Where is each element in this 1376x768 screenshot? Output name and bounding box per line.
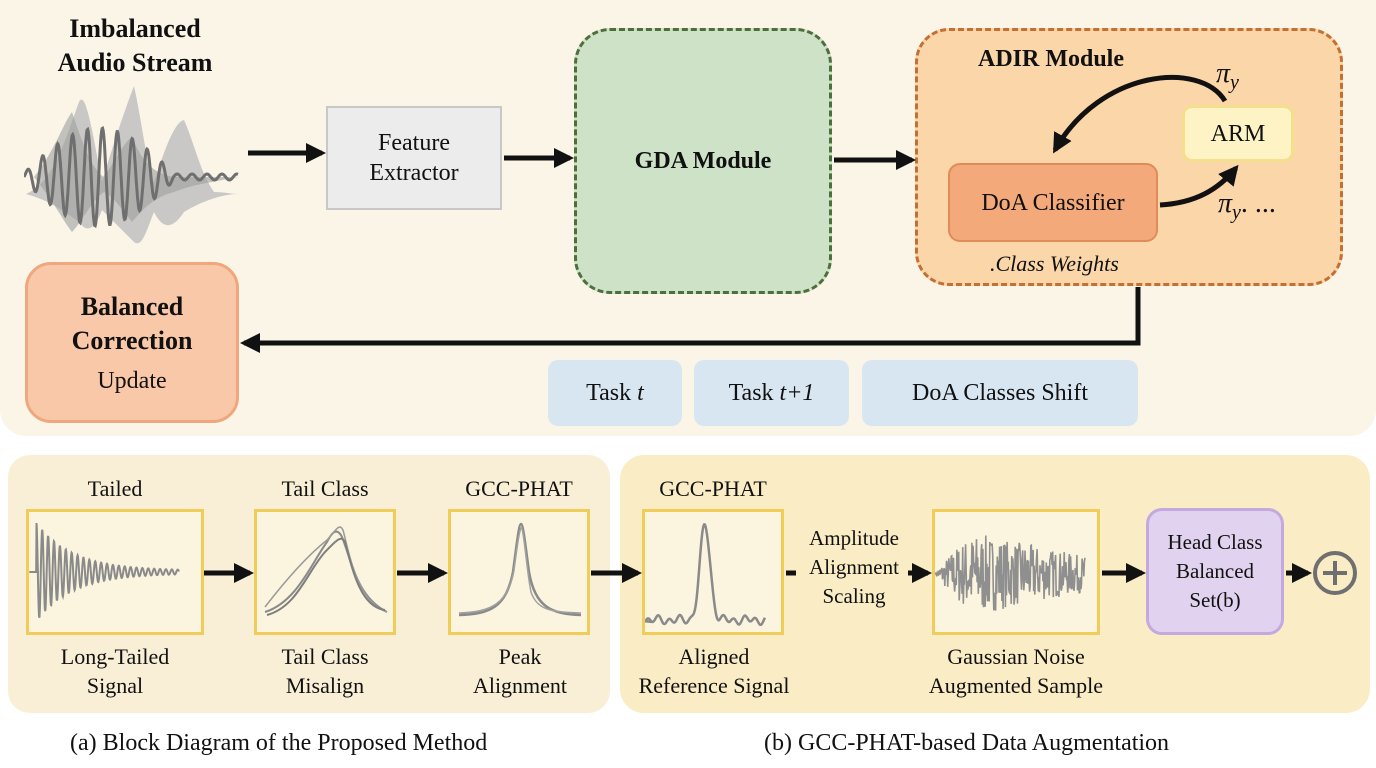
pi-subscript: y	[1232, 201, 1241, 224]
doa-classifier-label: DoA Classifier	[981, 189, 1125, 216]
label-line2: Alignment	[472, 673, 568, 698]
caption-a: (a) Block Diagram of the Proposed Method	[70, 730, 488, 756]
waveform-icon	[24, 86, 239, 244]
arrow-arm-to-classifier	[1052, 74, 1228, 154]
noise-bottom-label: Gaussian Noise Augmented Sample	[910, 642, 1122, 700]
label-line1: Aligned	[678, 644, 750, 669]
label-line1: Tail Class	[281, 644, 369, 669]
step-tail-class-bottom-label: Tail Class Misalign	[240, 642, 410, 700]
pi-symbol: π	[1216, 58, 1231, 89]
reference-signal-box	[642, 509, 784, 635]
input-title-line1: Imbalanced	[69, 14, 201, 43]
gda-module-block[interactable]: GDA Module	[574, 28, 832, 294]
input-title: Imbalanced Audio Stream	[40, 12, 230, 80]
head-class-balanced-set-block[interactable]: Head Class Balanced Set(b)	[1146, 508, 1284, 635]
label-line1: Peak	[498, 644, 542, 669]
step-tail-class-top-label: Tail Class	[281, 476, 369, 501]
noise-waveform-icon	[934, 535, 1086, 611]
step-gcc-top-label: GCC-PHAT	[465, 476, 573, 501]
arm-label: ARM	[1210, 120, 1266, 147]
feature-extractor-line2: Extractor	[369, 160, 459, 186]
caption-b: (b) GCC-PHAT-based Data Augmentation	[764, 730, 1170, 756]
noise-signal-box	[932, 509, 1100, 635]
feature-extractor-line1: Feature	[378, 130, 450, 156]
tailed-signal-box	[26, 509, 204, 635]
label-line2: Signal	[86, 673, 144, 698]
class-weights-label: .Class Weights	[990, 251, 1119, 276]
arrow-feedback-to-correction	[240, 287, 1141, 353]
label-line1: Head Class	[1167, 530, 1263, 554]
task-chip-text: DoA Classes Shift	[912, 378, 1088, 408]
pi-subscript: y	[1230, 71, 1239, 94]
tail-class-signal-box	[254, 509, 396, 635]
label-line2: Misalign	[285, 673, 365, 698]
reference-peak-icon	[643, 523, 767, 627]
balanced-correction-line1: Balanced	[80, 291, 184, 321]
gda-module-label: GDA Module	[634, 148, 772, 174]
task-italic: t	[637, 380, 644, 406]
pi-symbol: π	[1218, 188, 1233, 219]
step-tailed-bottom-label: Long-Tailed Signal	[10, 642, 220, 700]
peak-alignment-signal-box	[448, 509, 590, 635]
arm-block[interactable]: ARM	[1182, 105, 1294, 162]
task-chip-doa-shift[interactable]: DoA Classes Shift	[862, 360, 1138, 426]
feature-extractor-block[interactable]: Feature Extractor	[326, 106, 502, 210]
task-italic: t+1	[779, 380, 815, 406]
label-line2: Reference Signal	[638, 673, 790, 698]
aligned-peak-icon	[458, 522, 582, 617]
circled-plus-icon[interactable]	[1310, 548, 1360, 598]
decaying-waveform-icon	[29, 522, 180, 618]
arrow-classifier-to-arm	[1159, 164, 1239, 208]
step-peak-alignment-bottom-label: Peak Alignment	[440, 642, 600, 700]
label-line3: Set(b)	[1189, 588, 1241, 612]
label-line2: Balanced	[1175, 559, 1255, 583]
misaligned-peaks-icon	[264, 526, 388, 616]
task-prefix: DoA Classes Shift	[911, 380, 1088, 406]
pi-y-bottom-label: πy. ...	[1218, 188, 1276, 225]
task-chip-text: Task t+1	[729, 378, 815, 408]
pi-suffix: . ...	[1240, 188, 1276, 219]
balanced-correction-line2: Correction	[71, 325, 193, 355]
label-line2: Alignment	[809, 555, 899, 579]
task-prefix: Task	[728, 380, 780, 406]
label-line1: Amplitude	[809, 526, 899, 550]
input-title-line2: Audio Stream	[57, 48, 213, 77]
doa-classifier-block[interactable]: DoA Classifier	[948, 163, 1158, 242]
task-chip-t[interactable]: Task t	[548, 360, 682, 426]
task-prefix: Task	[586, 380, 638, 406]
step-tailed-top-label: Tailed	[87, 476, 143, 501]
reference-bottom-label: Aligned Reference Signal	[626, 642, 802, 700]
label-line1: Long-Tailed	[60, 644, 170, 669]
balanced-correction-block[interactable]: Balanced Correction Update	[25, 262, 239, 423]
balanced-correction-line3: Update	[97, 367, 167, 394]
label-line3: Scaling	[822, 584, 886, 608]
adir-module-title: ADIR Module	[978, 46, 1125, 72]
label-line1: Gaussian Noise	[947, 644, 1085, 669]
reference-top-label: GCC-PHAT	[659, 476, 767, 501]
label-line2: Augmented Sample	[928, 673, 1104, 698]
task-chip-text: Task t	[586, 378, 644, 408]
pi-y-top-label: πy	[1216, 58, 1239, 95]
amplitude-scaling-label: Amplitude Alignment Scaling	[798, 524, 910, 611]
task-chip-t-plus-1[interactable]: Task t+1	[694, 360, 849, 426]
